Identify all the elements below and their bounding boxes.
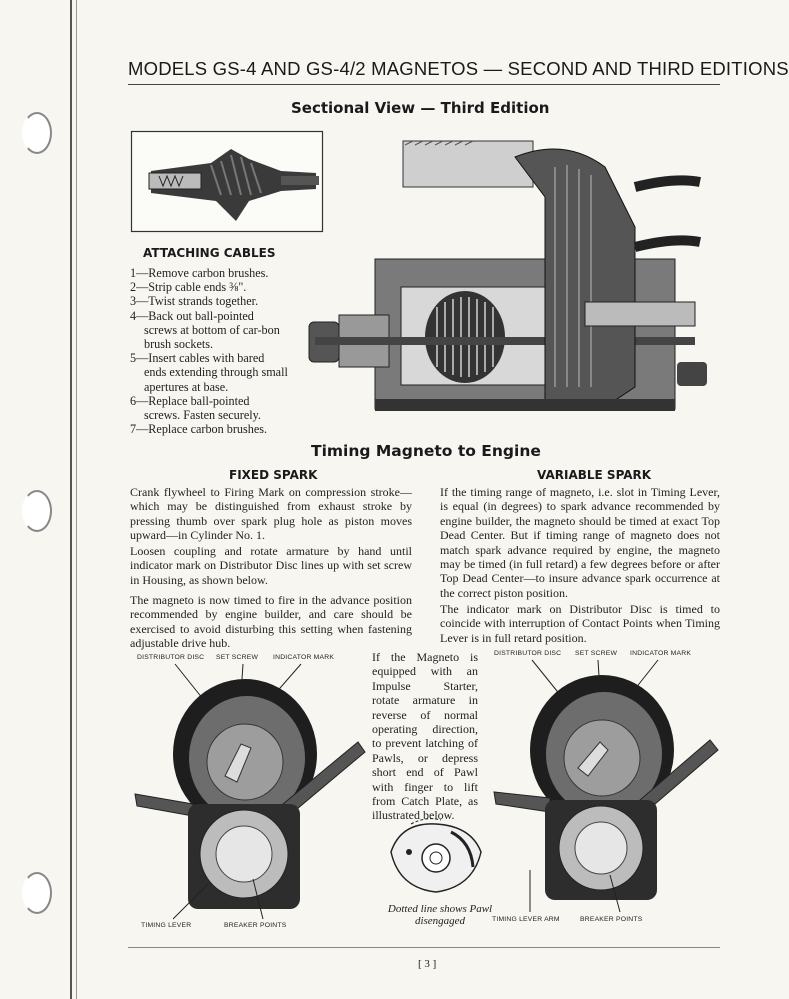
page-number: [ 3 ]: [418, 958, 437, 970]
label-indicator-mark-right: INDICATOR MARK: [630, 650, 692, 657]
variable-spark-para-2: The indicator mark on Distributor Disc i…: [440, 602, 720, 645]
punch-hole: [22, 490, 52, 532]
list-item: 7—Replace carbon brushes.: [130, 422, 268, 437]
variable-spark-para-1: If the timing range of magneto, i.e. slo…: [440, 485, 720, 600]
timing-title: Timing Magneto to Engine: [311, 442, 541, 460]
list-item: 1—Remove carbon brushes.: [130, 266, 269, 280]
list-item: 3—Twist strands together.: [130, 294, 259, 309]
cable-attachment-illustration: [130, 130, 324, 233]
label-distributor-disc: DISTRIBUTOR DISC: [137, 654, 205, 661]
magneto-sectional-view: [308, 140, 707, 411]
label-timing-lever: TIMING LEVER: [141, 922, 192, 929]
pawl-illustration: [390, 818, 482, 893]
variable-spark-heading: VARIABLE SPARK: [537, 468, 652, 482]
list-item: 5—Insert cables with bared ends extendin…: [130, 351, 288, 394]
list-item: 2—Strip cable ends ⅜".: [130, 280, 247, 295]
label-distributor-disc-right: DISTRIBUTOR DISC: [494, 650, 562, 657]
binding-line: [70, 0, 72, 999]
list-item: 4—Back out ball-pointed screws at bottom…: [130, 308, 280, 352]
binding-line-inner: [76, 0, 77, 999]
list-item: 6—Replace ball-pointed screws. Fasten se…: [130, 393, 261, 423]
page-header: MODELS GS-4 AND GS-4/2 MAGNETOS — SECOND…: [128, 58, 789, 79]
pawl-caption: Dotted line shows Pawl disengaged: [387, 903, 493, 927]
punch-hole: [22, 112, 52, 154]
sectional-view-title: Sectional View — Third Edition: [291, 99, 550, 117]
header-rule: [128, 84, 720, 85]
punch-hole: [22, 872, 52, 914]
attaching-cables-heading: ATTACHING CABLES: [143, 246, 276, 260]
magneto-photo-fixed: [134, 663, 366, 920]
label-set-screw-right: SET SCREW: [575, 650, 618, 657]
label-timing-lever-arm: TIMING LEVER ARM: [492, 916, 560, 923]
fixed-spark-para-3: The magneto is now timed to fire in the …: [130, 593, 412, 651]
label-breaker-points-right: BREAKER POINTS: [580, 916, 643, 923]
label-breaker-points: BREAKER POINTS: [224, 922, 287, 929]
fixed-spark-para-2: Loosen coupling and rotate armature by h…: [130, 544, 412, 587]
impulse-starter-text: If the Magneto is equipped with an Impul…: [372, 650, 478, 823]
label-set-screw: SET SCREW: [216, 654, 259, 661]
footer-rule: [128, 947, 720, 948]
label-indicator-mark: INDICATOR MARK: [273, 654, 335, 661]
fixed-spark-para-1: Crank flywheel to Firing Mark on compres…: [130, 485, 412, 543]
attaching-steps-list: 1—Remove carbon brushes. 2—Strip cable e…: [130, 266, 288, 436]
fixed-spark-heading: FIXED SPARK: [229, 468, 318, 482]
magneto-photo-variable: [493, 659, 719, 913]
